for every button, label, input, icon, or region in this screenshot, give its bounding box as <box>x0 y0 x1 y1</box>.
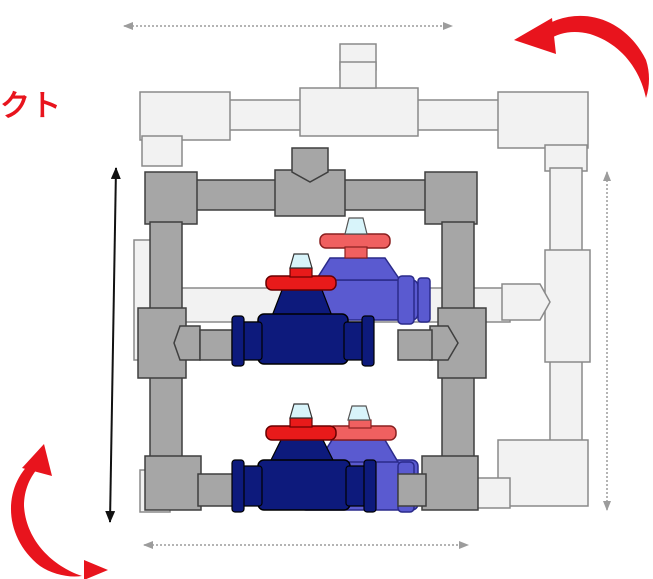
back-top-right-elbow <box>497 91 589 149</box>
back-right-tee <box>544 249 591 363</box>
back-upper-handwheel <box>319 233 391 249</box>
front-upper-handwheel <box>265 275 337 291</box>
front-top-right-elbow <box>424 171 478 225</box>
front-valve-upper <box>231 253 375 367</box>
caption-label: クト <box>0 89 62 124</box>
curved-rotation-arrow-icon <box>514 15 649 99</box>
left-height-dimension-arrow <box>105 167 121 523</box>
front-pipe-frame <box>137 147 487 511</box>
front-top-left-elbow <box>144 171 198 225</box>
back-top-tee <box>299 87 419 137</box>
back-valve-upper <box>307 217 431 325</box>
back-pipe-frame <box>133 43 591 513</box>
back-bottom-right-elbow <box>497 439 589 507</box>
back-top-left-elbow <box>139 91 231 141</box>
front-bottom-left-elbow <box>144 455 202 511</box>
curved-rotation-arrow-icon <box>10 444 108 579</box>
front-valve-lower <box>231 403 377 513</box>
front-lower-handwheel <box>265 425 337 441</box>
front-bottom-right-elbow <box>421 455 479 511</box>
